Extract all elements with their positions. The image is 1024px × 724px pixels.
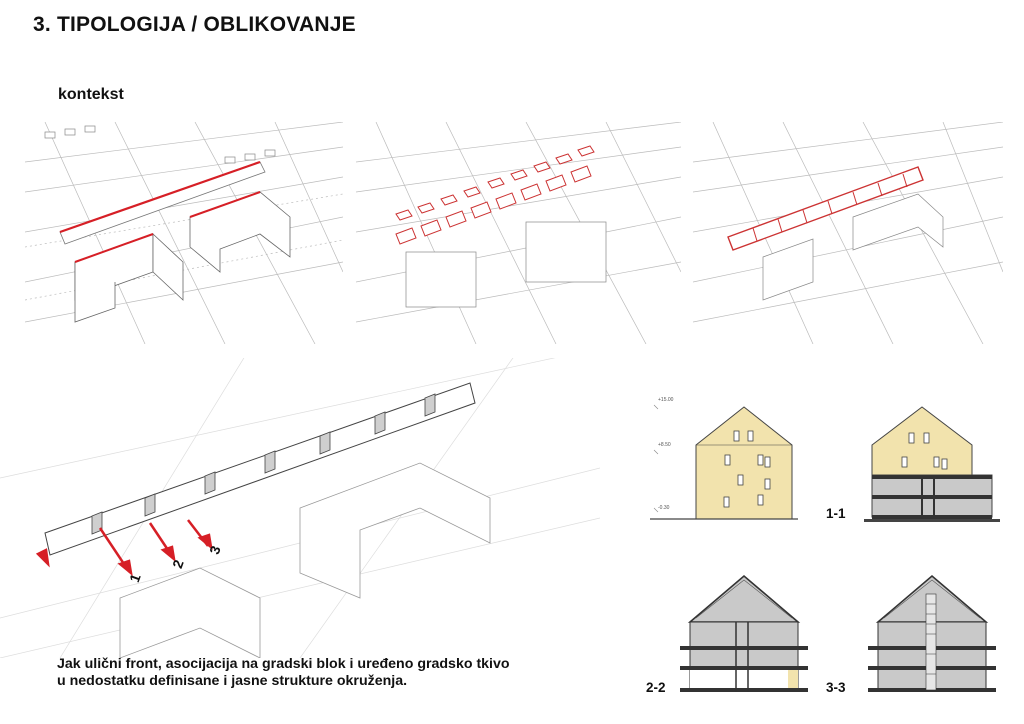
caption-line-2: u nedostatku definisane i jasne struktur… [57, 673, 408, 689]
context-diagram-2 [356, 122, 681, 344]
caption-text: Jak ulični front, asocijacija na gradski… [57, 656, 510, 690]
page-title: 3. TIPOLOGIJA / OBLIKOVANJE [33, 13, 356, 36]
section-label-3-3: 3-3 [826, 680, 846, 695]
level-label-mid: +8.50 [658, 442, 671, 448]
section-2-2-drawing [676, 574, 812, 696]
axonometric-view: 1 2 3 [0, 358, 600, 658]
caption-line-1: Jak ulični front, asocijacija na gradski… [57, 656, 510, 672]
level-label-bottom: -0.30 [658, 505, 670, 511]
section-3-3-drawing [862, 574, 1002, 696]
section-subtitle: kontekst [58, 86, 124, 103]
level-label-top: +15.00 [658, 397, 674, 403]
section-label-1-1: 1-1 [826, 506, 846, 521]
section-label-2-2: 2-2 [646, 680, 666, 695]
context-diagram-3 [693, 122, 1003, 344]
context-diagram-1 [25, 122, 343, 344]
section-1-1-drawing [862, 405, 1002, 525]
facade-elevation: +15.00 +8.50 -0.30 [640, 395, 800, 527]
